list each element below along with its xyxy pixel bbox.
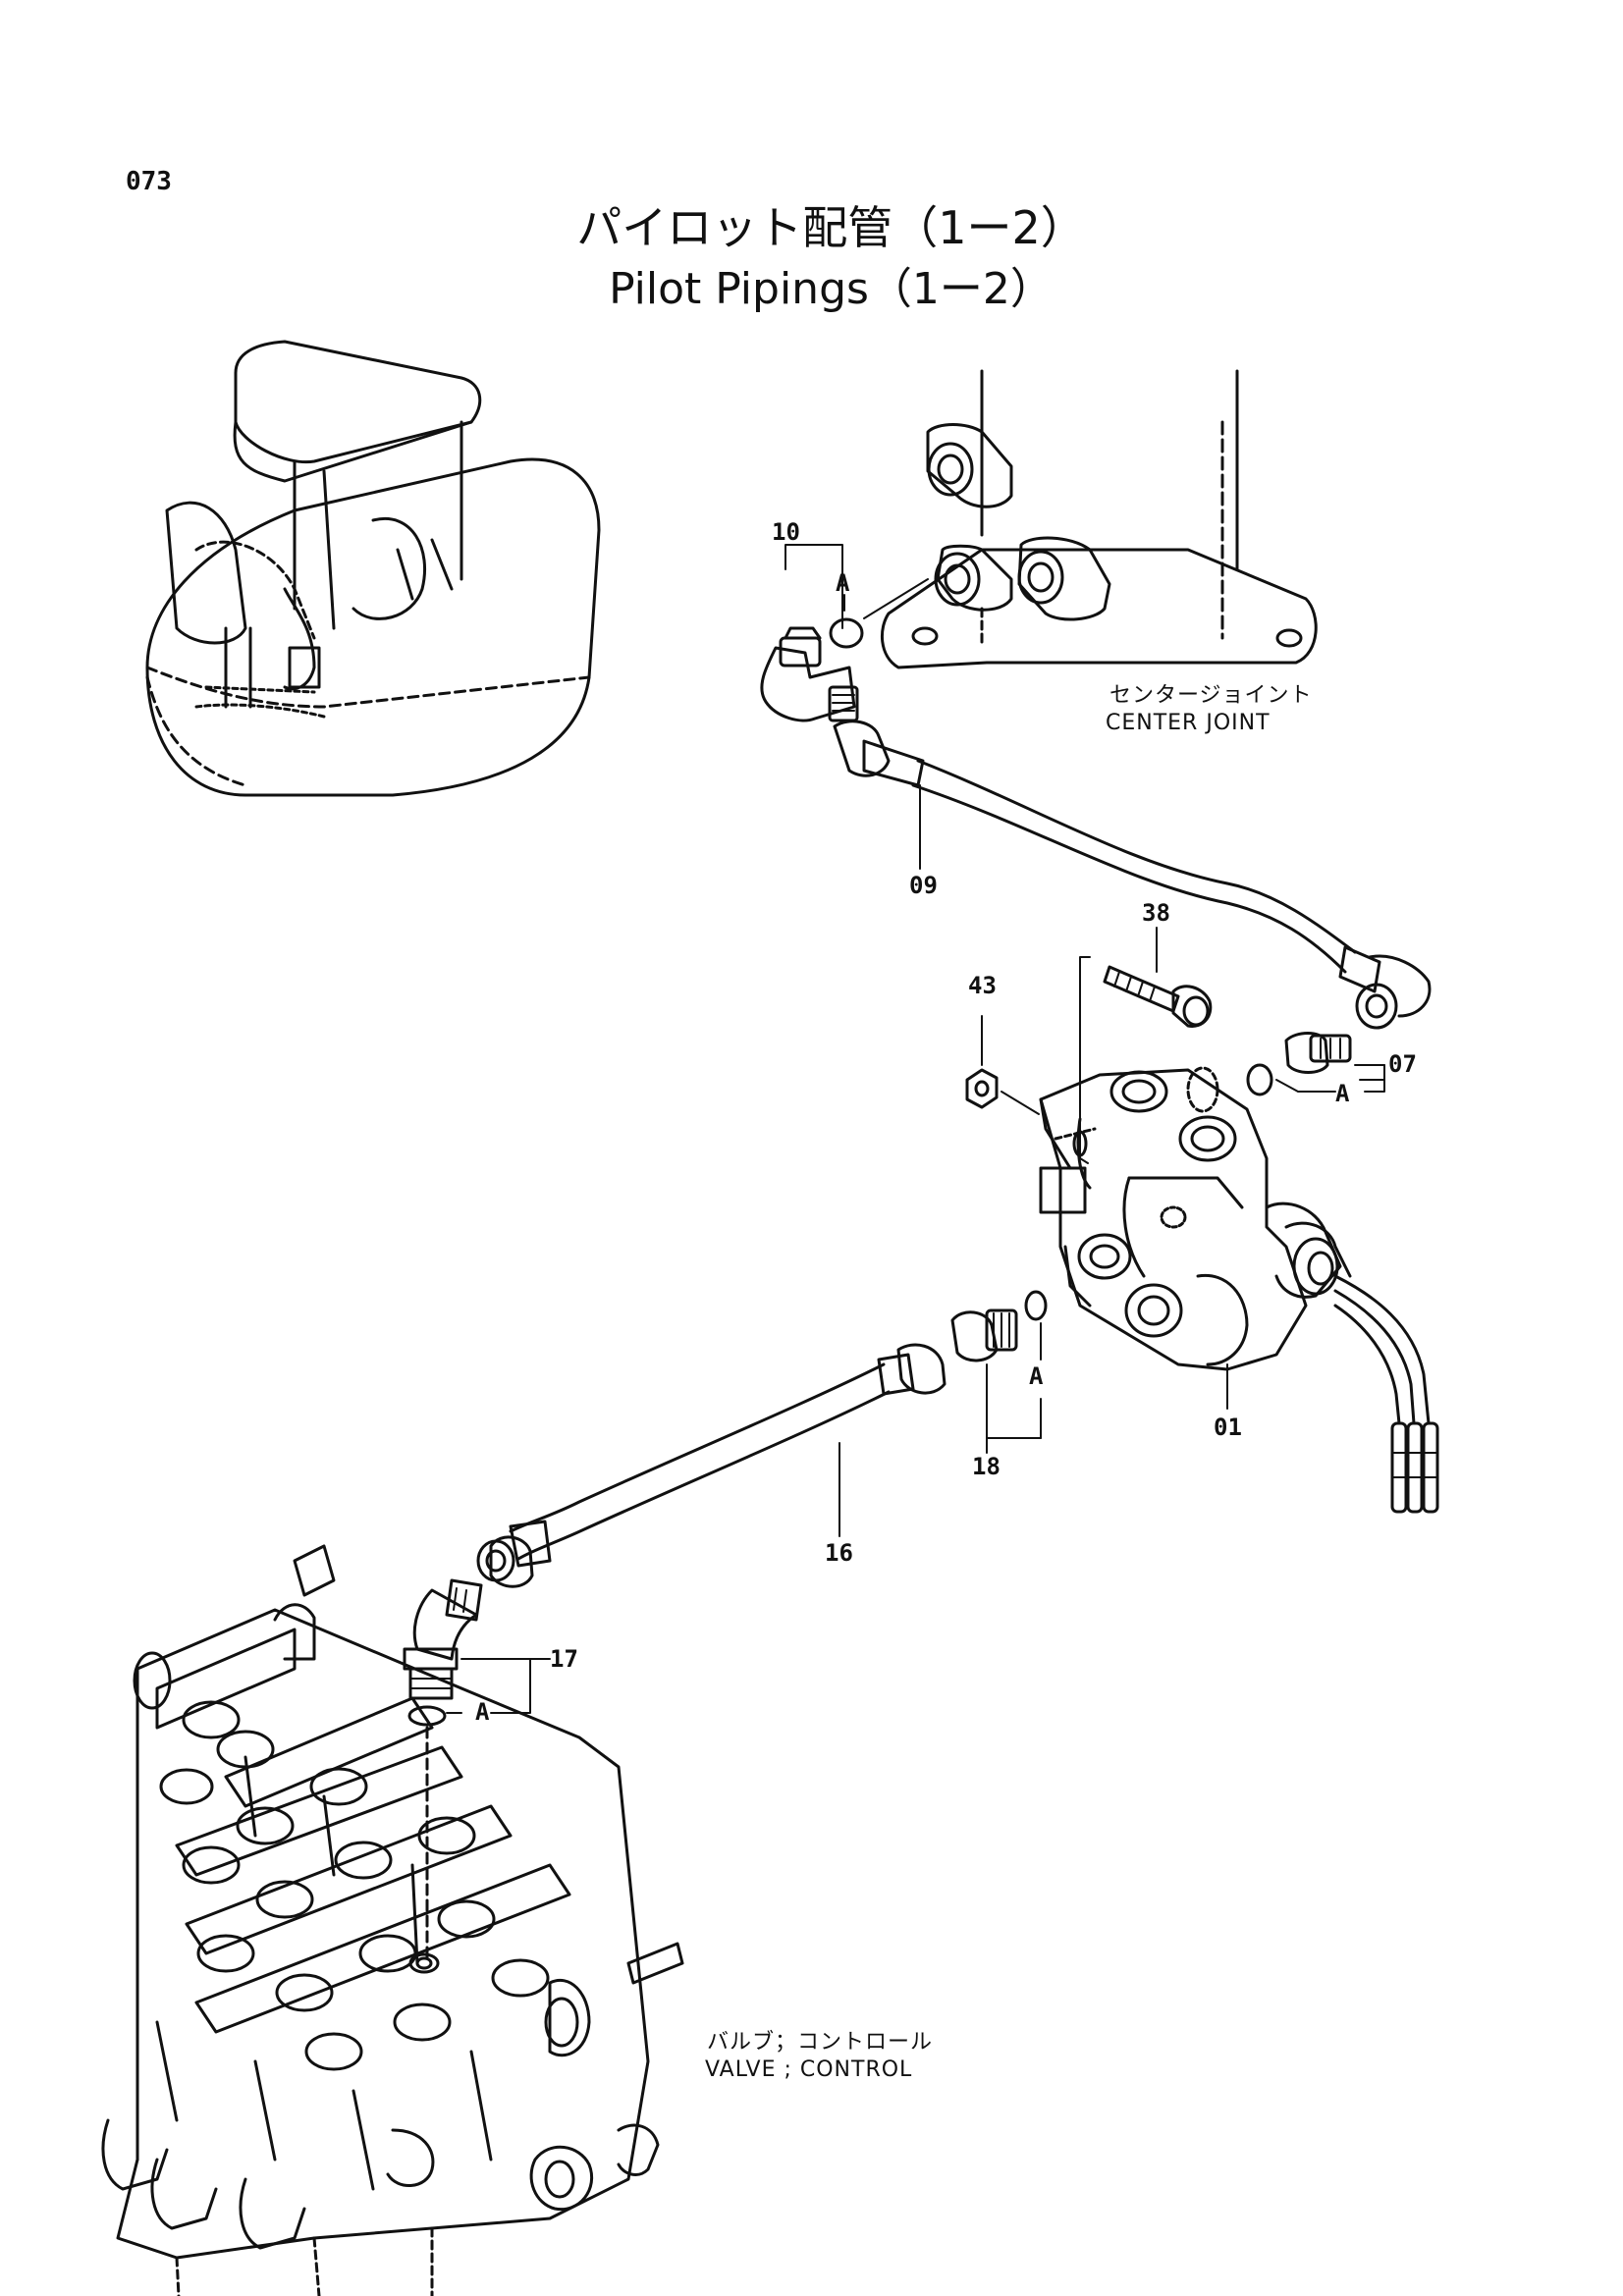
- part-leader-lines: [446, 544, 1385, 1714]
- part-16-hose-lower: [476, 1343, 947, 1588]
- machine-overview-illustration: [145, 340, 601, 797]
- oring-label-a-18: A: [1029, 1362, 1044, 1390]
- part-label-43: 43: [968, 972, 997, 999]
- part-43-nut: [965, 1068, 999, 1109]
- center-joint-callout-jp: センタージョイント: [1109, 683, 1313, 708]
- part-label-01: 01: [1214, 1414, 1242, 1441]
- part-10-elbow-adapter: [760, 626, 859, 722]
- part-38-bolt: [1103, 965, 1213, 1028]
- part-label-18: 18: [972, 1453, 1001, 1480]
- part-17-elbow-adapter: [403, 1578, 483, 1965]
- part-01-solenoid-valve: [1039, 1066, 1352, 1371]
- part-09-hose-upper: [833, 720, 1432, 1030]
- part-label-16: 16: [825, 1539, 853, 1567]
- solenoid-wire-harness: [1333, 1274, 1439, 1514]
- part-label-17: 17: [550, 1645, 578, 1673]
- page-number: 073: [126, 167, 172, 196]
- oring-label-a-17: A: [475, 1698, 490, 1726]
- control-valve-callout-en: VALVE ; CONTROL: [705, 2057, 913, 2082]
- oring-label-a-10: A: [836, 569, 850, 597]
- part-label-09: 09: [909, 872, 938, 899]
- part-label-38: 38: [1142, 899, 1170, 927]
- control-valve-callout-jp: バルブ；コントロール: [707, 2030, 934, 2055]
- center-joint-illustration: [863, 369, 1318, 669]
- part-07-adapter: [1246, 1032, 1352, 1096]
- part-label-07: 07: [1388, 1050, 1417, 1078]
- page-title-english: Pilot Pipings（1ー2）: [609, 264, 1054, 314]
- control-valve-illustration: [101, 1544, 684, 2296]
- page-title-japanese: パイロット配管（1ー2）: [576, 201, 1086, 254]
- oring-label-a-07: A: [1335, 1080, 1350, 1107]
- part-18-adapter: [950, 1290, 1048, 1362]
- center-joint-callout-en: CENTER JOINT: [1106, 711, 1271, 735]
- part-label-10: 10: [772, 518, 800, 546]
